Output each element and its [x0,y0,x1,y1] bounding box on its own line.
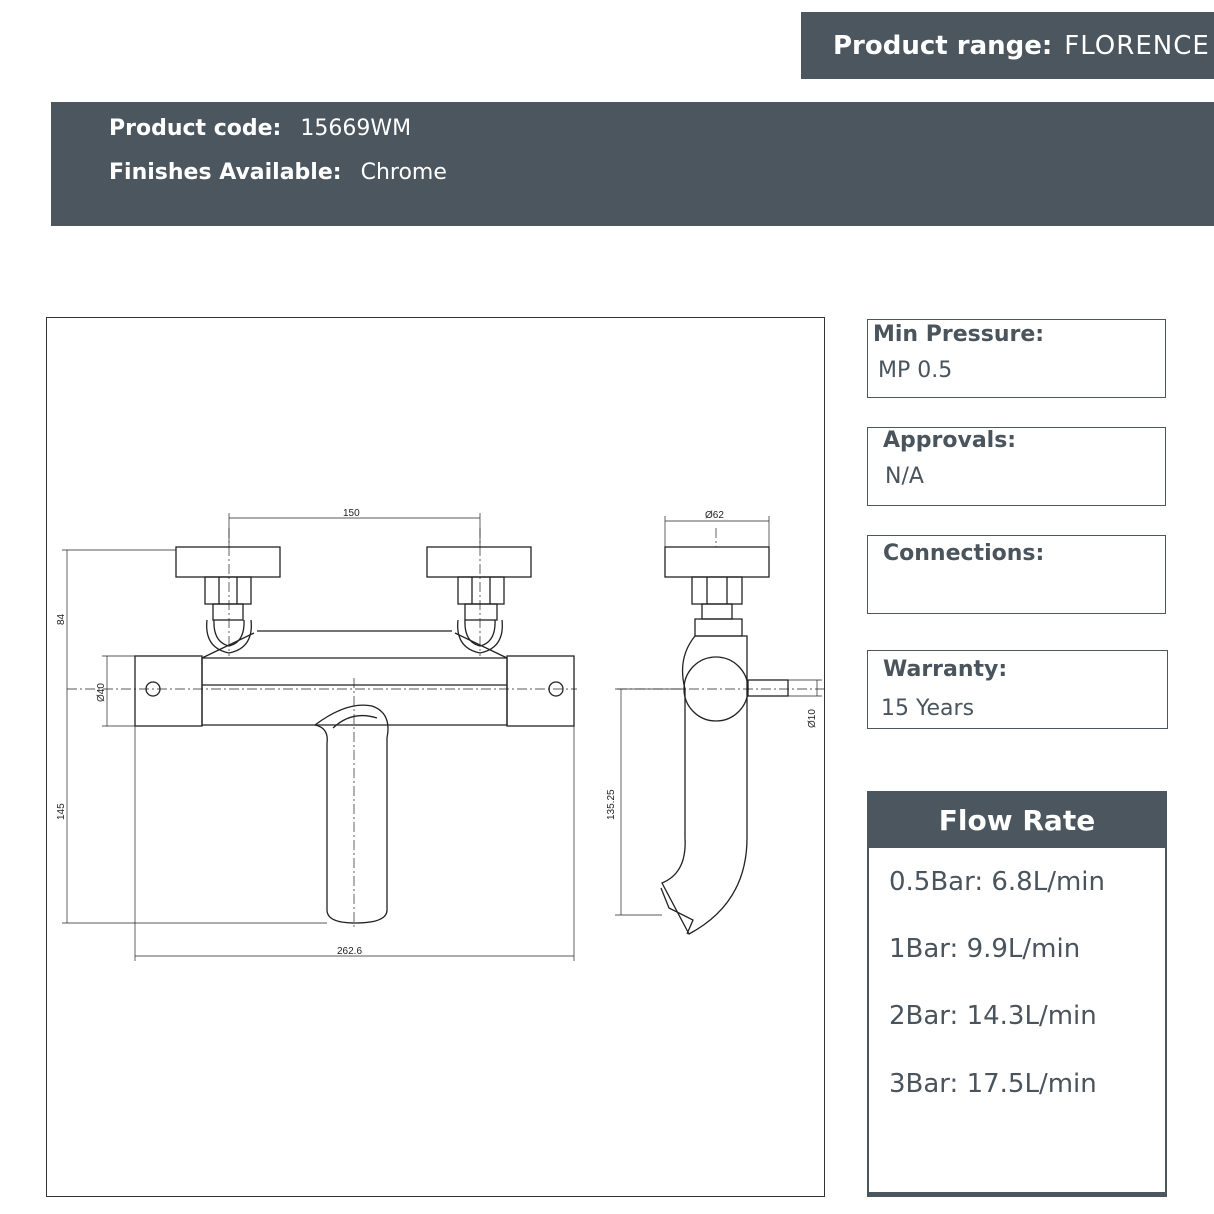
side-handle [664,546,770,578]
dim-body-diameter: Ø40 [96,683,107,702]
side-view: Ø62 135.25 Ø10 [606,510,826,935]
left-handle [175,546,281,578]
front-spout [313,704,389,924]
dim-overall-width: 262.6 [337,946,362,957]
front-view: 150 262.6 84 145 Ø40 [56,508,577,961]
dim-spout-height: 145 [56,803,67,820]
flow-rate-title: Flow Rate [869,793,1165,848]
flow-rate-item: 3Bar: 17.5L/min [889,1069,1097,1099]
technical-drawing: 150 262.6 84 145 Ø40 [46,317,826,1197]
approvals-value: N/A [885,464,924,489]
connections-label: Connections: [883,541,1045,566]
product-code-label: Product code: [109,116,282,141]
product-code-value: 15669WM [300,116,412,141]
flow-rate-item: 1Bar: 9.9L/min [889,934,1081,964]
flow-rate-item: 0.5Bar: 6.8L/min [889,867,1105,897]
side-spout [661,635,748,935]
product-range-label: Product range: [833,30,1053,61]
dim-outlet-diameter: Ø10 [807,709,818,728]
min-pressure-label: Min Pressure: [873,322,1045,347]
approvals-box: Approvals: N/A [867,427,1166,506]
side-outlet [747,679,789,697]
left-end-cap [134,655,203,727]
warranty-label: Warranty: [883,657,1008,682]
right-handle [426,546,532,578]
min-pressure-value: MP 0.5 [878,358,953,383]
left-nut [204,576,252,605]
finishes-label: Finishes Available: [109,160,342,185]
finishes-value: Chrome [360,160,447,185]
product-range-banner: Product range: FLORENCE [801,12,1214,79]
valve-body [201,657,508,726]
finishes-row: Finishes Available: Chrome [109,160,447,185]
dim-side-spout-height: 135.25 [606,789,617,820]
technical-drawing-svg: 150 262.6 84 145 Ø40 [56,508,826,961]
approvals-label: Approvals: [883,428,1017,453]
connections-box: Connections: [867,535,1166,614]
dim-handle-spacing: 150 [343,508,360,519]
product-info-banner: Product code: 15669WM Finishes Available… [51,102,1214,226]
flow-rate-panel: Flow Rate 0.5Bar: 6.8L/min 1Bar: 9.9L/mi… [867,791,1167,1197]
right-nut [457,576,505,605]
warranty-box: Warranty: 15 Years [867,650,1168,729]
product-range-value: FLORENCE [1064,30,1210,61]
dim-handle-diameter: Ø62 [705,510,724,521]
dim-handle-height: 84 [56,613,67,625]
right-end-cap [506,655,575,727]
product-code-row: Product code: 15669WM [109,116,411,141]
flow-rate-item: 2Bar: 14.3L/min [889,1001,1097,1031]
min-pressure-box: Min Pressure: MP 0.5 [867,319,1166,398]
warranty-value: 15 Years [881,696,975,721]
